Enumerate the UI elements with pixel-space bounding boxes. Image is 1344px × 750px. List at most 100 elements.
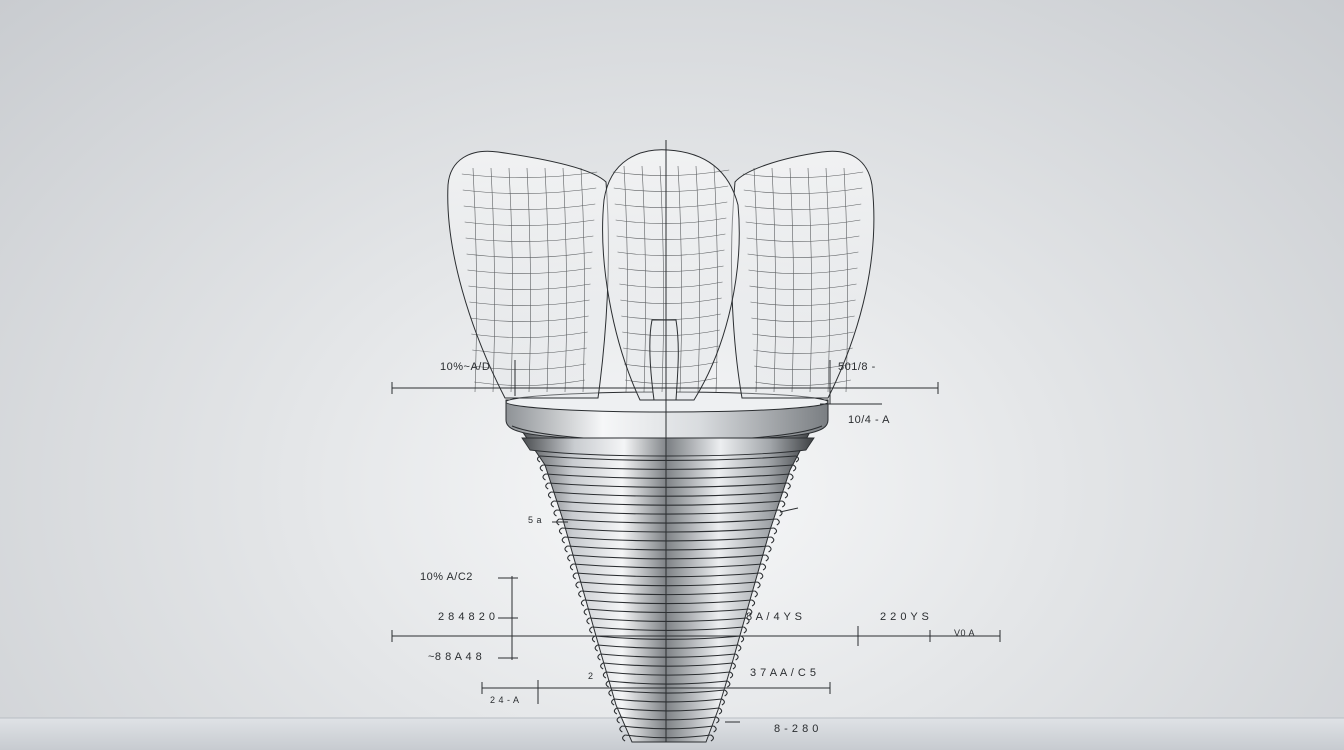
crown-mesh-horizontal [614,201,728,208]
thread-ridge [592,626,744,631]
thread-edge [749,608,753,616]
thread-ridge [578,581,758,587]
crown-mesh-horizontal [612,169,730,176]
thread-edge [746,617,750,625]
dimension-lines [391,360,1001,723]
crown-mesh-horizontal [470,315,589,322]
thread-edge [536,455,541,463]
crown-mesh-horizontal [623,345,719,352]
crown-mesh-horizontal [616,233,726,240]
thread-edge [729,671,734,679]
thread-edge [762,563,767,571]
thread-edge [713,725,717,733]
thread-ridge [611,689,725,694]
crown-mesh-horizontal [744,203,862,210]
annotation-center-1: 8 A / 4 Y S [746,611,803,623]
thread-ridge [553,500,783,506]
thread-edge [539,464,544,472]
thread-edge [602,671,607,679]
crown-mesh-horizontal [622,329,720,336]
crown-mesh-vertical [753,167,758,393]
thread-edge [589,626,593,634]
thread-edge [558,527,563,535]
thread-edge [776,518,780,526]
thread-edge [790,473,794,481]
annotation-right-top-1: 501/8 - [838,361,876,373]
thread-ridge [556,509,780,515]
thread-ridge [572,563,764,569]
thread-ridge [564,536,772,542]
thread-ridge [581,590,755,596]
thread-edge [721,698,725,706]
annotation-left-3: ~8 8 A 4 8 [428,651,483,663]
thread-edge [757,581,761,589]
crown-mesh-horizontal [463,203,596,210]
crown-mesh-vertical [490,167,495,393]
crown-mesh-vertical [562,167,567,393]
crown-mesh-vertical [544,167,549,393]
thread-edge [600,662,604,670]
thread-ridge [559,518,777,524]
thread-edge [545,482,549,490]
thread-ridge [603,662,733,667]
crown-mesh-horizontal [743,187,863,194]
crown-mesh-vertical [472,167,477,393]
annotation-left-1: 10% A/C2 [420,571,473,583]
annotation-right-1: 2 2 0 Y S [880,611,930,623]
thread-edge [613,707,618,715]
crown-mesh-vertical [807,167,812,393]
thread-edge [575,581,579,589]
annotation-left-top: 10%~A/D [440,361,491,373]
thread-edge [710,734,714,742]
thread-ridge [542,464,794,470]
thread-edge [787,482,791,490]
thread-ridge [600,653,736,658]
thread-edge [597,653,601,661]
crown-mesh-horizontal [617,249,725,256]
thread-edge [564,545,568,553]
thread-edge [542,473,546,481]
crown-mesh-horizontal [750,299,856,306]
thread-edge [594,644,598,652]
crown-mesh-horizontal [618,265,724,272]
crown-mesh-horizontal [468,283,591,290]
crown-mesh-horizontal [755,379,851,386]
crown-mesh-horizontal [469,299,590,306]
annotation-left-2: 2 8 4 8 2 0 [438,611,496,623]
crown-mesh-horizontal [467,267,592,274]
crown-mesh-horizontal [749,283,857,290]
thread-ridge [616,707,720,712]
crown-mesh-horizontal [753,347,853,354]
thread-ridge [589,617,747,622]
screw-threads [536,455,800,742]
thread-ridge [561,527,775,533]
thread-ridge [622,725,714,730]
crown-mesh-vertical [659,165,664,393]
crown-mesh-vertical [771,167,776,393]
thread-edge [580,599,585,607]
thread-ridge [586,608,750,614]
thread-edge [768,545,772,553]
crown-mesh-horizontal [747,251,859,258]
thread-edge [781,500,786,508]
thread-edge [724,689,728,697]
thread-ridge [597,644,739,649]
crown-wireframe [447,149,875,401]
crown-mesh-horizontal [615,217,727,224]
thread-edge [567,554,571,562]
crown-mesh-vertical [843,167,848,393]
crown-mesh-horizontal [462,187,597,194]
crown-mesh-horizontal [625,377,718,384]
thread-edge [619,725,623,733]
crown-mesh-horizontal [751,315,855,322]
crown-mesh-horizontal [466,251,593,258]
thread-edge [718,707,723,715]
crown-mesh-vertical [825,167,830,393]
thread-edge [586,617,590,625]
crown-mesh-vertical [677,165,682,393]
thread-edge [792,464,797,472]
annotation-left-mid-small: 5 a [528,515,543,525]
thread-edge [605,680,609,688]
annotation-center-2: 3 7 A A / C 5 [750,667,817,679]
